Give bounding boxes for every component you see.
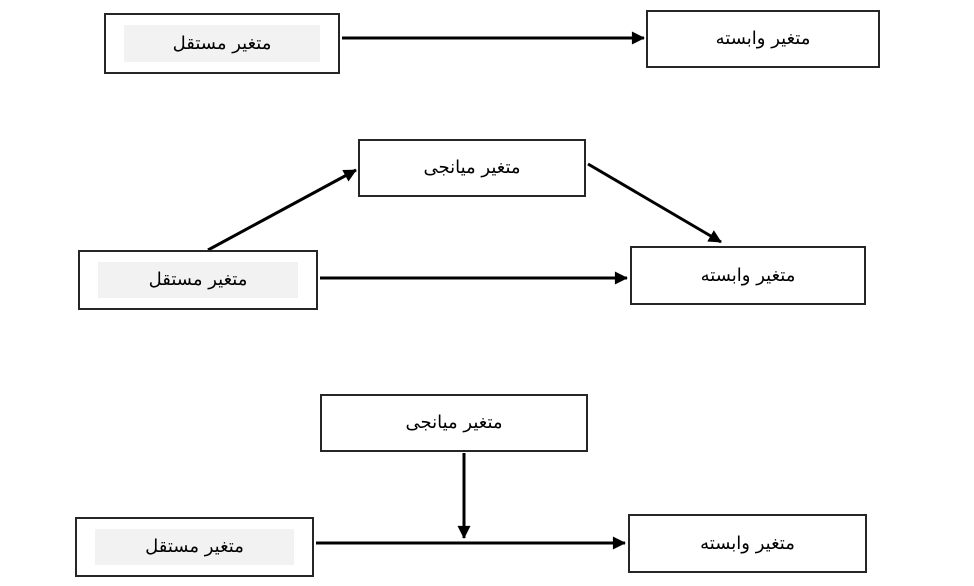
highlight-rect: متغير مستقل [98,262,298,298]
node-label: متغير ميانجی [405,412,503,433]
highlight-rect: متغير مستقل [124,25,320,62]
node-bottom-dependent: متغير وابسته [628,514,867,573]
node-label: متغير مستقل [145,536,244,557]
node-label: متغير وابسته [700,532,795,554]
node-bottom-independent: متغير مستقل [75,517,314,577]
node-label: متغير مستقل [148,269,248,290]
node-label: متغير ميانجی [423,157,521,178]
node-bottom-mediator: متغير ميانجی [320,394,588,452]
node-label: متغير وابسته [715,28,811,49]
node-label: متغير وابسته [700,264,796,286]
node-mid-mediator: متغير ميانجی [358,139,586,197]
node-label: متغير مستقل [172,32,272,54]
arrow-mid-mediator-to-dv [587,162,722,244]
node-mid-independent: متغير مستقل [78,250,318,310]
highlight-rect: متغير مستقل [95,529,294,565]
arrow-mid-iv-to-mediator [207,168,357,252]
node-mid-dependent: متغير وابسته [630,246,866,305]
node-top-dependent: متغير وابسته [646,10,880,68]
node-top-independent: متغير مستقل [104,13,340,74]
